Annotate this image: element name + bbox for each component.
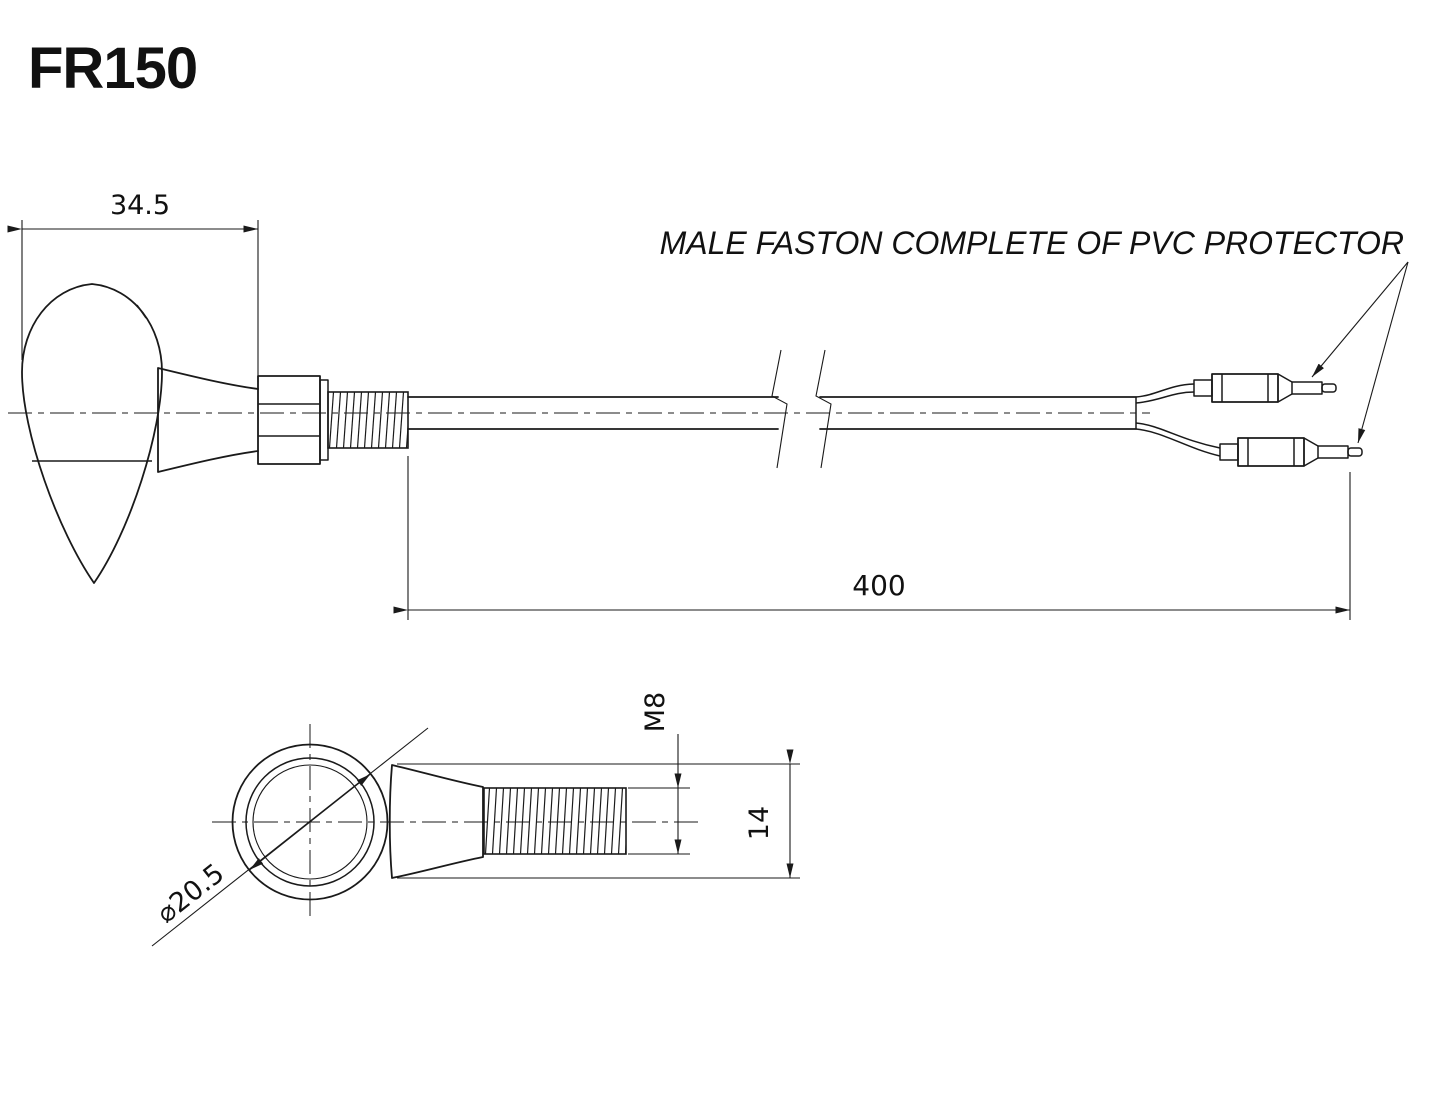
annotation-label: MALE FASTON COMPLETE OF PVC PROTECTOR (660, 225, 1404, 261)
dim-head-width-value: 34.5 (110, 190, 170, 221)
dim-cable-length: 400 (393, 456, 1351, 620)
bottom-threaded-stud (483, 787, 627, 855)
cable (407, 396, 1137, 430)
annotation-faston: MALE FASTON COMPLETE OF PVC PROTECTOR (660, 225, 1409, 444)
lens-mid-circle (245, 757, 375, 887)
dim-head-width: 34.5 (7, 190, 259, 382)
page-title: FR150 (28, 36, 197, 101)
dim-thread-size: M8 (628, 692, 690, 855)
dim-stud-base-value: 14 (744, 806, 775, 840)
body-notch (136, 304, 147, 319)
dim-thread-size-value: M8 (640, 692, 671, 732)
indicator-body (21, 283, 163, 584)
bottom-view (212, 724, 704, 920)
lens-outer-circle (231, 743, 389, 901)
side-view (8, 283, 1363, 584)
dim-cable-length-value: 400 (852, 569, 905, 602)
leader-lower (1357, 261, 1409, 444)
faston-connector-lower (1219, 437, 1363, 467)
lens-inner-circle (252, 764, 368, 880)
washer (319, 379, 329, 461)
wires (1135, 383, 1221, 457)
bottom-cone (388, 764, 484, 879)
threaded-stud (327, 391, 409, 449)
break-symbol (771, 349, 832, 469)
dim-stud-base: 14 (397, 749, 800, 879)
hex-nut (257, 375, 321, 465)
faston-connector-upper (1193, 373, 1337, 403)
leader-upper (1311, 261, 1409, 378)
mount-cone (157, 367, 259, 473)
